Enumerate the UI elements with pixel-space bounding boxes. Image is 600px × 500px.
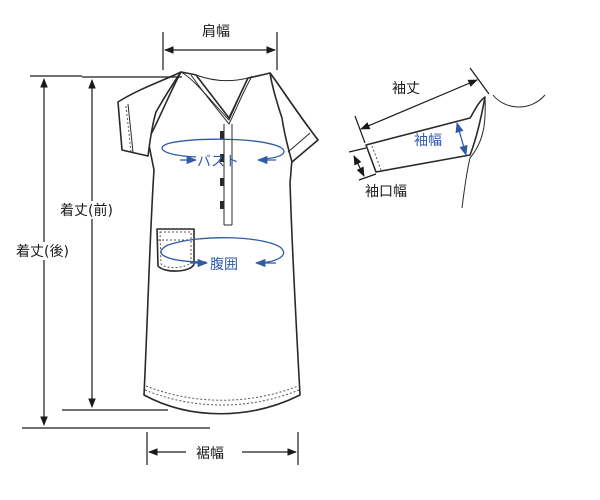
shoulder-width-measure: 肩幅 [162,24,278,70]
hem-width-measure: 裾幅 [146,432,299,465]
left-cuff-seam [127,103,134,153]
sleeve-neckline [492,94,546,108]
waist-measure: 腹囲 [160,237,285,273]
sleeve-length-label: 袖丈 [392,81,420,97]
dress-left-sleeve [117,71,182,157]
waist-label: 腹囲 [210,256,238,273]
bust-measure: バスト [161,138,285,170]
cuff-width-measure: 袖口幅 [348,147,407,200]
sleeve-width-measure: 袖幅 [414,121,468,157]
sleeve-detail [365,94,546,209]
back-length-measure: 着丈(後) [14,75,210,429]
right-cuff-seam [287,132,311,153]
hem-stitch [145,385,299,401]
sleeve-shape [365,96,486,173]
dress-collar-inner [190,74,253,125]
buttons [220,131,224,209]
sleeve-length-measure: 袖丈 [354,67,490,144]
hem-width-label: 裾幅 [196,446,224,462]
cuff-width-label: 袖口幅 [365,184,407,200]
shoulder-width-label: 肩幅 [202,24,230,40]
dress-garment [117,71,319,415]
dress-right-sleeve [269,72,319,163]
front-length-label: 着丈(前) [60,202,113,219]
back-length-label: 着丈(後) [16,244,69,260]
front-length-measure: 着丈(前) [58,76,182,411]
bust-label: バスト [197,154,239,170]
dress-neckline [195,74,249,82]
sleeve-width-label: 袖幅 [414,133,442,149]
sleeve-cuff-stitch [371,145,382,171]
sleeve-bodyline [461,96,486,209]
dress-collar [180,71,249,121]
